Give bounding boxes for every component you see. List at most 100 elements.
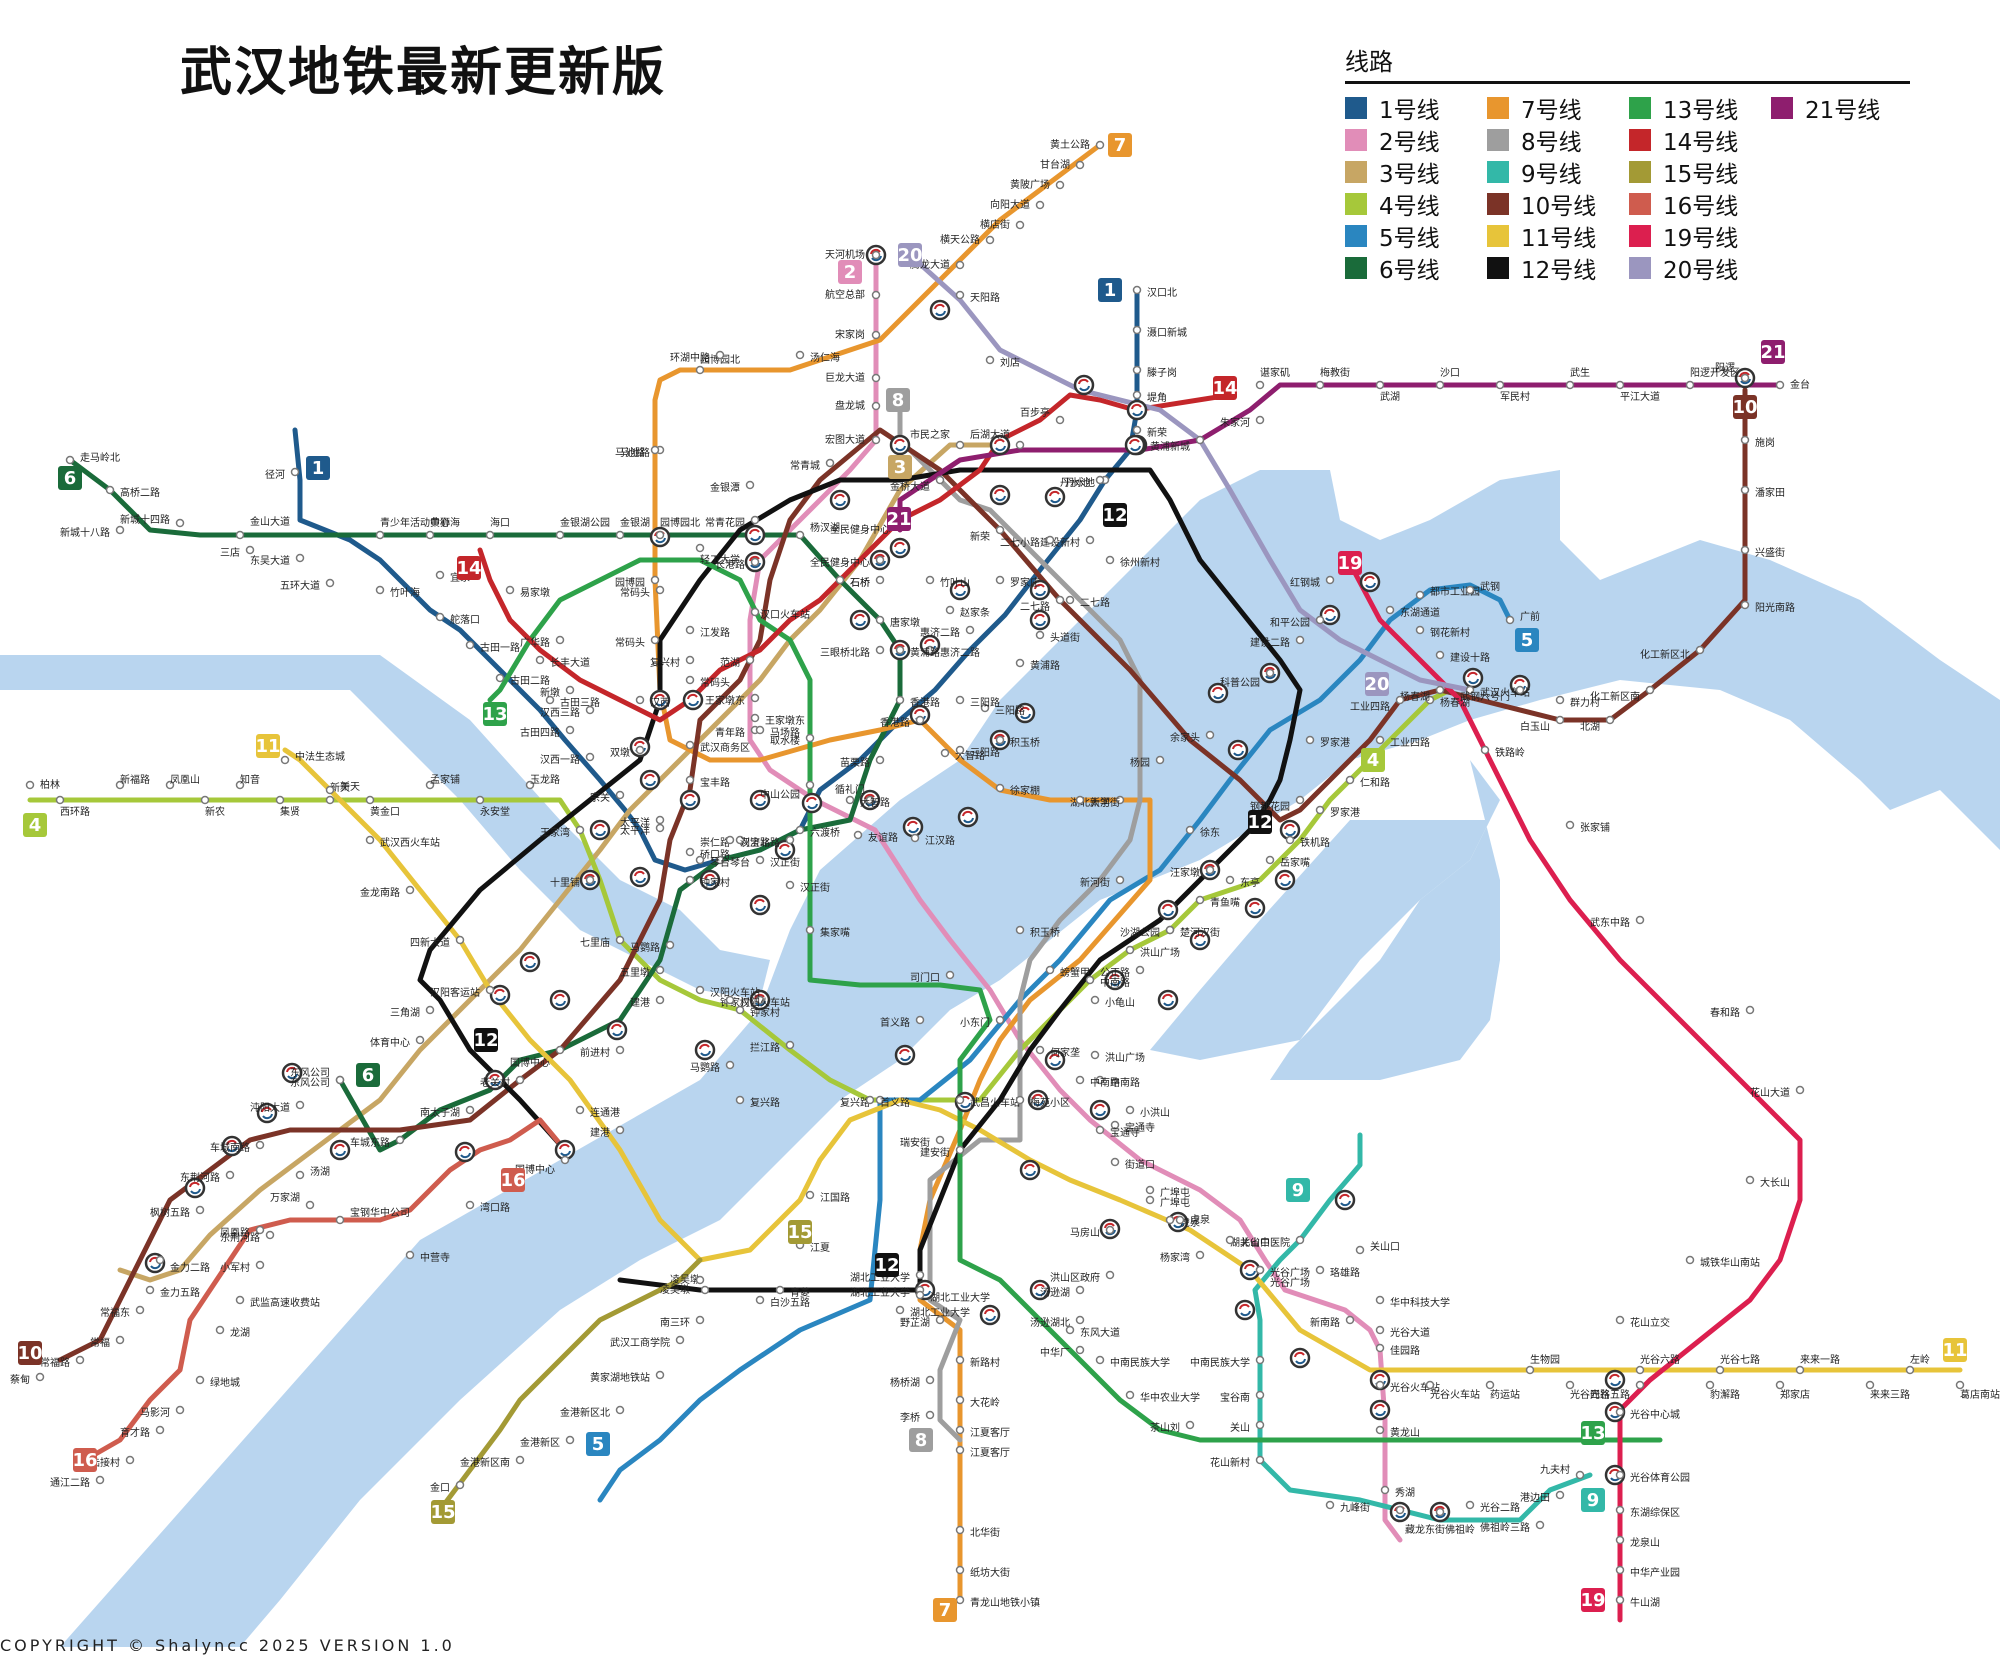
station: 三眼桥北路	[820, 646, 884, 659]
station: 体育中心	[370, 1036, 424, 1049]
legend-label: 3号线	[1379, 155, 1440, 189]
station: 刘店	[987, 356, 1021, 369]
station-label: 南太子湖	[420, 1106, 460, 1119]
station: 罗家庄	[997, 576, 1041, 589]
station-label: 五环大道	[280, 579, 320, 592]
station: 二七路	[1067, 596, 1111, 609]
station: 东荆河路	[220, 1231, 274, 1244]
station-dot	[147, 1287, 154, 1294]
line-badge-label: 11	[1942, 1340, 1967, 1361]
station-label: 常福东	[100, 1306, 130, 1319]
station-dot	[717, 352, 724, 359]
station: 横店街	[980, 218, 1024, 231]
station-label: 黄浦新城	[1150, 440, 1190, 453]
station-dot	[752, 715, 759, 722]
station-label: 三阳路	[970, 696, 1000, 709]
legend-label: 6号线	[1379, 251, 1440, 285]
station-dot	[937, 1137, 944, 1144]
station-label: 杨桥湖	[890, 1376, 920, 1389]
station-dot	[377, 532, 384, 539]
station-label: 绿地城	[210, 1376, 240, 1389]
station: 花山新村	[1210, 1456, 1264, 1469]
legend-swatch	[1629, 161, 1651, 183]
station-dot	[827, 460, 834, 467]
station: 马场路	[757, 726, 801, 739]
station-dot	[417, 1037, 424, 1044]
station-dot	[1617, 1597, 1624, 1604]
station-dot	[137, 1307, 144, 1314]
station-label: 新河街	[1090, 796, 1120, 809]
station-label: 琴台	[710, 856, 730, 869]
station-dot	[987, 357, 994, 364]
station-dot	[1297, 1237, 1304, 1244]
station-label: 小洪山	[1140, 1107, 1170, 1119]
station-label: 海口	[490, 516, 510, 529]
station: 白玉山	[1520, 717, 1564, 734]
station-dot	[327, 580, 334, 587]
station-label: 青鱼嘴	[1210, 896, 1240, 909]
station-label: 舵落口	[450, 613, 480, 626]
station: 青鱼嘴	[1197, 896, 1241, 909]
station-label: 沌阳大道	[250, 1101, 290, 1114]
station-dot	[257, 1262, 264, 1269]
station: 凤凰山	[167, 774, 201, 789]
station-label: 车城东路	[350, 1136, 390, 1149]
station-label: 阳光南路	[1755, 601, 1795, 614]
legend-swatch	[1771, 97, 1793, 119]
station: 佛祖岭三路	[1480, 1521, 1544, 1534]
station-label: 园博园北	[660, 516, 700, 529]
station-dot	[1077, 1347, 1084, 1354]
station-dot	[873, 332, 880, 339]
station-dot	[1377, 1382, 1384, 1389]
legend-item-line-7: 7号线	[1487, 92, 1629, 124]
station-label: 金银潭	[710, 481, 740, 494]
station: 花山立交	[1617, 1316, 1671, 1329]
station-label: 武昌火车站	[970, 1096, 1020, 1109]
station-label: 湾口路	[480, 1201, 510, 1214]
station: 黄家湖地铁站	[590, 1371, 664, 1384]
station-dot	[1267, 857, 1274, 864]
station-dot	[1297, 797, 1304, 804]
station-dot	[1377, 382, 1384, 389]
station-label: 走马岭北	[80, 451, 120, 464]
station-label: 三店	[220, 546, 240, 559]
station: 黄浦路	[1017, 659, 1061, 672]
station-label: 丹水池	[1060, 476, 1090, 489]
station-label: 二七小路	[1000, 536, 1040, 549]
station-dot	[1607, 717, 1614, 724]
station-label: 阳逻开发区	[1690, 366, 1740, 379]
line-4-badge: 4	[1361, 748, 1385, 772]
station: 白沙五路	[757, 1296, 811, 1309]
station: 常码头	[615, 636, 659, 649]
station-dot	[1797, 1367, 1804, 1374]
station-dot	[227, 1172, 234, 1179]
station-dot	[327, 787, 334, 794]
station-label: 仁和路	[1360, 776, 1390, 789]
station-dot	[497, 675, 504, 682]
interchange-station	[1371, 1401, 1389, 1419]
station: 徐州新村	[1107, 556, 1161, 569]
station: 中华产业园	[1617, 1566, 1681, 1579]
station-label: 光谷二路	[1480, 1501, 1520, 1514]
station-dot	[1087, 977, 1094, 984]
station-label: 易家墩	[520, 586, 550, 599]
station-label: 纸坊大街	[970, 1566, 1010, 1579]
station-dot	[337, 1217, 344, 1224]
map-title: 武汉地铁最新更新版	[180, 30, 666, 105]
line-20-badge: 20	[1364, 672, 1389, 696]
station-dot	[1777, 1382, 1784, 1389]
station: 何家垄	[1037, 1046, 1081, 1059]
station: 盘龙城	[835, 399, 880, 412]
station-dot	[1742, 437, 1749, 444]
station-dot	[1147, 1187, 1154, 1194]
station: 东湖综保区	[1617, 1506, 1681, 1519]
station: 武监高速收费站	[237, 1296, 321, 1309]
station-label: 茶山刘	[1150, 1421, 1180, 1434]
station: 柏林	[27, 778, 61, 791]
station-label: 关山口	[1370, 1240, 1400, 1253]
station-label: 中南民族大学	[1190, 1356, 1250, 1369]
station-dot	[1777, 382, 1784, 389]
station-label: 沙口	[1440, 367, 1460, 379]
line-badge-label: 14	[1212, 378, 1237, 399]
station-label: 汪家墩	[1170, 866, 1200, 879]
